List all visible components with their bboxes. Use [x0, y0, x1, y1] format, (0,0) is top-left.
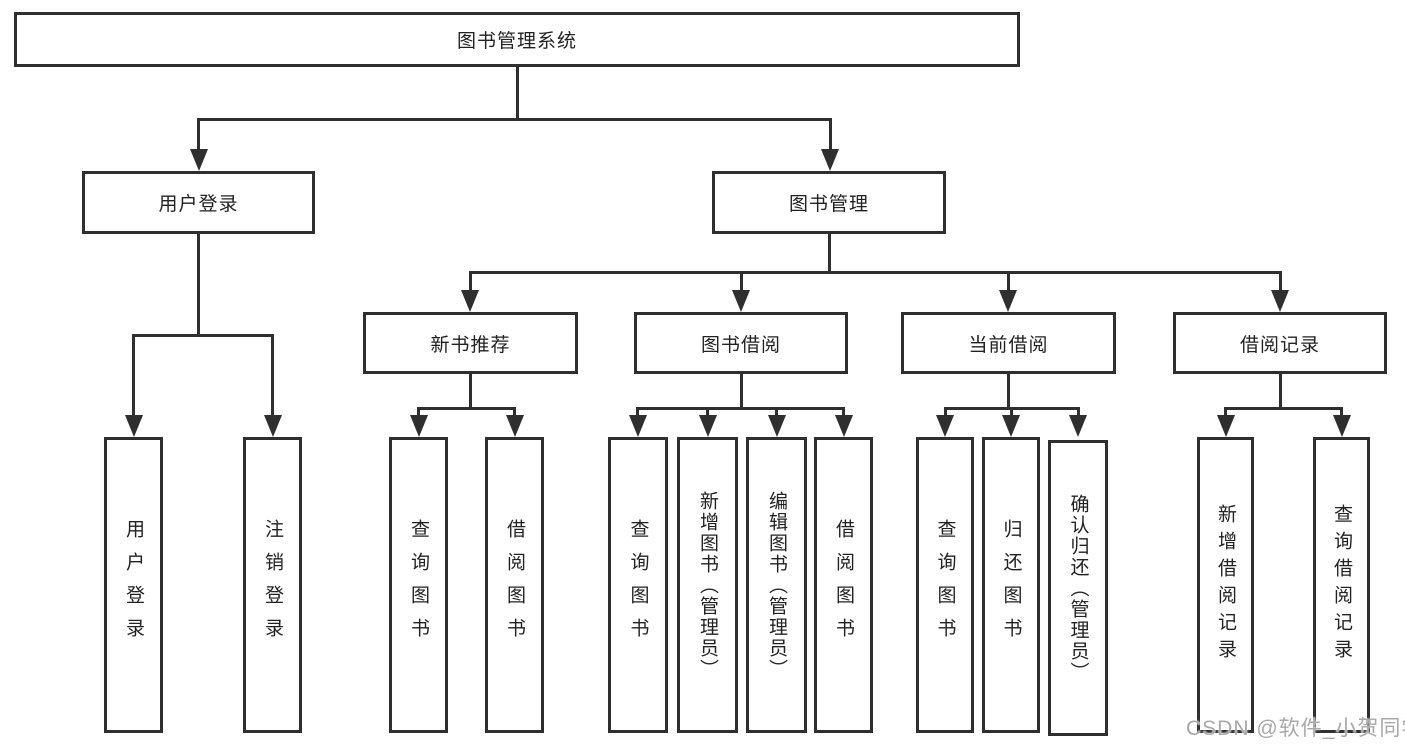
connector-line [271, 334, 274, 415]
node-new-book-recommend: 新书推荐 [363, 312, 578, 374]
node-book-borrowing: 图书借阅 [634, 312, 848, 374]
leaf-return-book: 归还图书 [982, 437, 1040, 733]
connector-line [1007, 374, 1010, 409]
connector-line [417, 407, 516, 410]
leaf-confirm-return-admin: 确认归还（管理员） [1048, 440, 1108, 736]
connector-line [1224, 407, 1227, 417]
connector-arrowhead [1002, 415, 1020, 437]
node-borrowing-records: 借阅记录 [1173, 312, 1387, 374]
connector-line [740, 271, 743, 292]
connector-line [197, 118, 200, 150]
connector-line [132, 334, 274, 337]
leaf-add-book-admin: 新增图书（管理员） [677, 437, 738, 733]
node-user-login: 用户登录 [82, 171, 315, 234]
connector-line [417, 407, 420, 417]
leaf-query-books-borrow: 查询图书 [608, 437, 668, 733]
leaf-logout-login: 注销登录 [243, 437, 302, 733]
connector-line [1340, 407, 1343, 417]
connector-line [197, 234, 200, 336]
csdn-watermark: CSDN @软件_小贺同学 [1186, 717, 1405, 740]
connector-line [944, 407, 947, 417]
connector-line [828, 234, 831, 273]
connector-arrowhead [1217, 415, 1235, 437]
connector-line [829, 118, 832, 150]
leaf-borrow-books-recommend: 借阅图书 [485, 437, 544, 733]
connector-line [1010, 407, 1013, 417]
connector-line [469, 271, 1282, 274]
leaf-query-books-current: 查询图书 [916, 437, 974, 733]
leaf-add-borrow-record: 新增借阅记录 [1197, 437, 1254, 733]
leaf-borrow-books-borrow: 借阅图书 [814, 437, 873, 733]
leaf-edit-book-admin: 编辑图书（管理员） [746, 437, 807, 733]
connector-line [775, 407, 778, 417]
connector-line [740, 374, 743, 409]
connector-arrowhead [699, 415, 717, 437]
leaf-query-books-recommend: 查询图书 [389, 437, 448, 733]
node-book-management: 图书管理 [712, 171, 946, 234]
connector-arrowhead [732, 290, 750, 312]
connector-arrowhead [1271, 290, 1289, 312]
connector-arrowhead [936, 415, 954, 437]
connector-line [197, 118, 832, 121]
connector-arrowhead [190, 149, 208, 171]
connector-line [1007, 271, 1010, 292]
connector-line [1279, 271, 1282, 292]
connector-line [469, 374, 472, 409]
connector-arrowhead [821, 149, 839, 171]
connector-line [842, 407, 845, 417]
connector-line [636, 407, 639, 417]
leaf-query-borrow-record: 查询借阅记录 [1313, 437, 1370, 733]
connector-line [132, 334, 135, 415]
connector-arrowhead [410, 415, 428, 437]
leaf-user-login: 用户登录 [104, 437, 163, 733]
connector-arrowhead [264, 415, 282, 437]
connector-line [1077, 407, 1080, 417]
node-current-borrowing: 当前借阅 [901, 312, 1116, 374]
node-library-management-system: 图书管理系统 [14, 12, 1020, 67]
connector-arrowhead [506, 415, 524, 437]
connector-arrowhead [461, 290, 479, 312]
connector-line [636, 407, 845, 410]
connector-arrowhead [125, 415, 143, 437]
connector-line [513, 407, 516, 417]
connector-line [469, 271, 472, 292]
connector-arrowhead [768, 415, 786, 437]
connector-arrowhead [629, 415, 647, 437]
connector-line [1224, 407, 1343, 410]
connector-line [516, 67, 519, 120]
connector-line [706, 407, 709, 417]
connector-arrowhead [1333, 415, 1351, 437]
connector-arrowhead [835, 415, 853, 437]
connector-arrowhead [1069, 415, 1087, 437]
connector-line [1279, 374, 1282, 409]
connector-arrowhead [999, 290, 1017, 312]
